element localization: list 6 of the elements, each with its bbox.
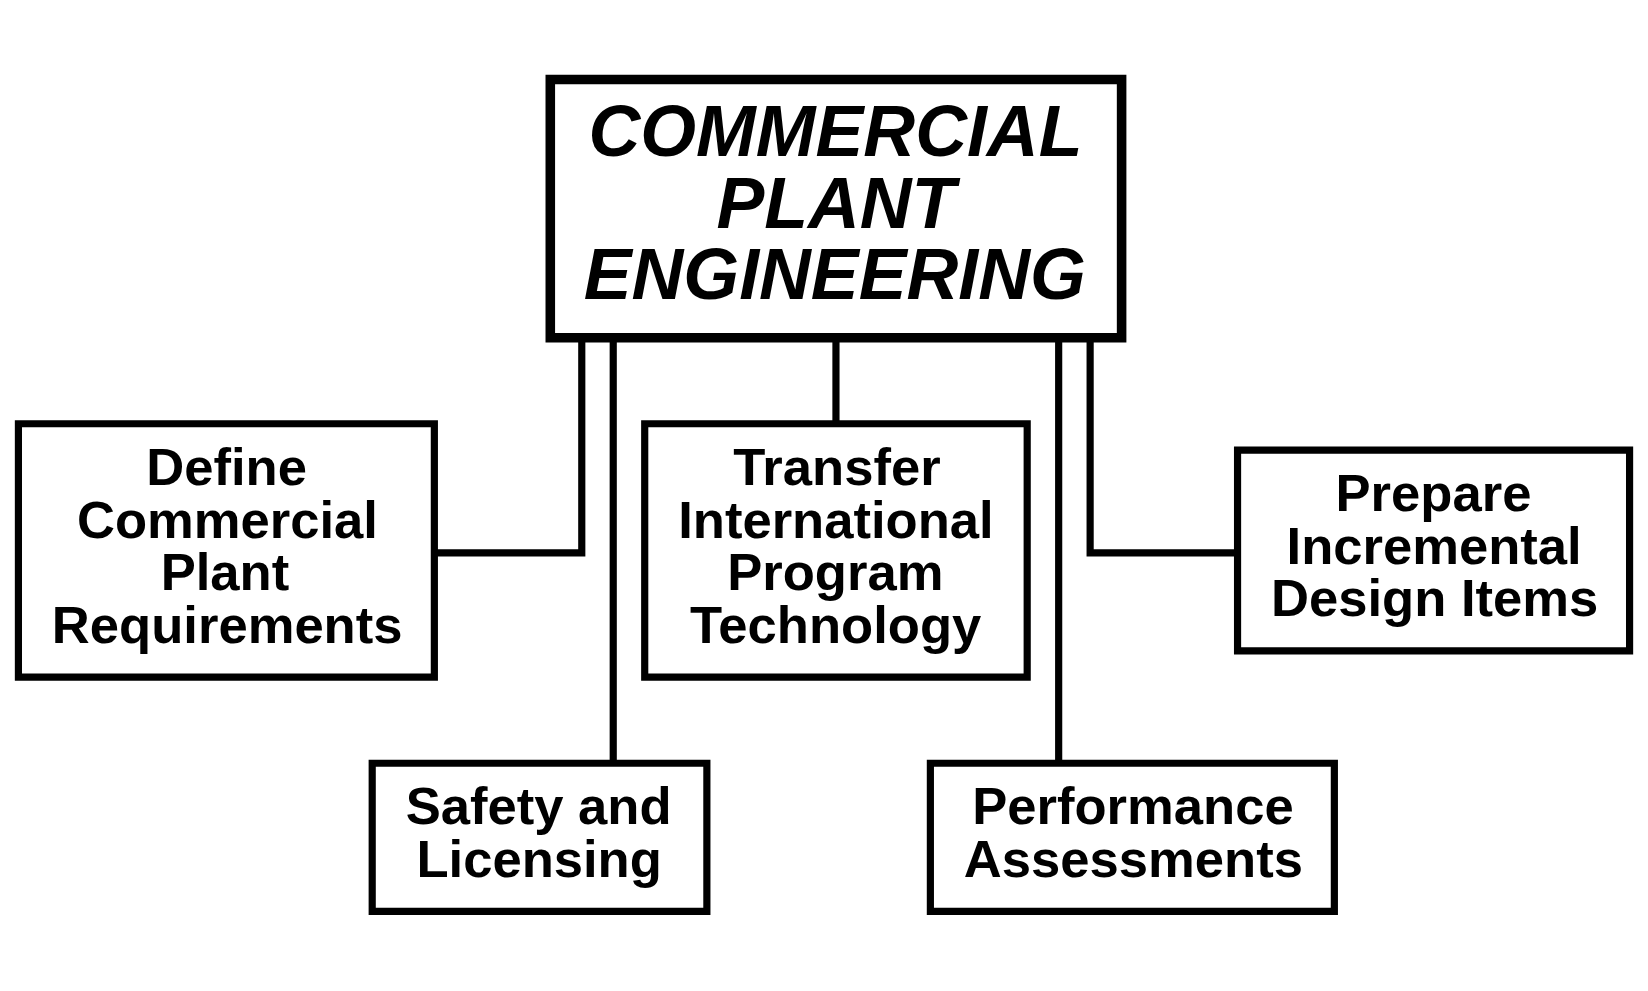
node-box: Performance Assessments [926,759,1338,916]
node-box: COMMERCIAL PLANT ENGINEERING [545,74,1127,343]
node-box: Transfer International Program Technology [641,420,1031,681]
node-box: Safety and Licensing [368,759,711,916]
node-box: Define Commercial Plant Requirements [14,420,438,681]
node-box: Prepare Incremental Design Items [1233,446,1634,655]
